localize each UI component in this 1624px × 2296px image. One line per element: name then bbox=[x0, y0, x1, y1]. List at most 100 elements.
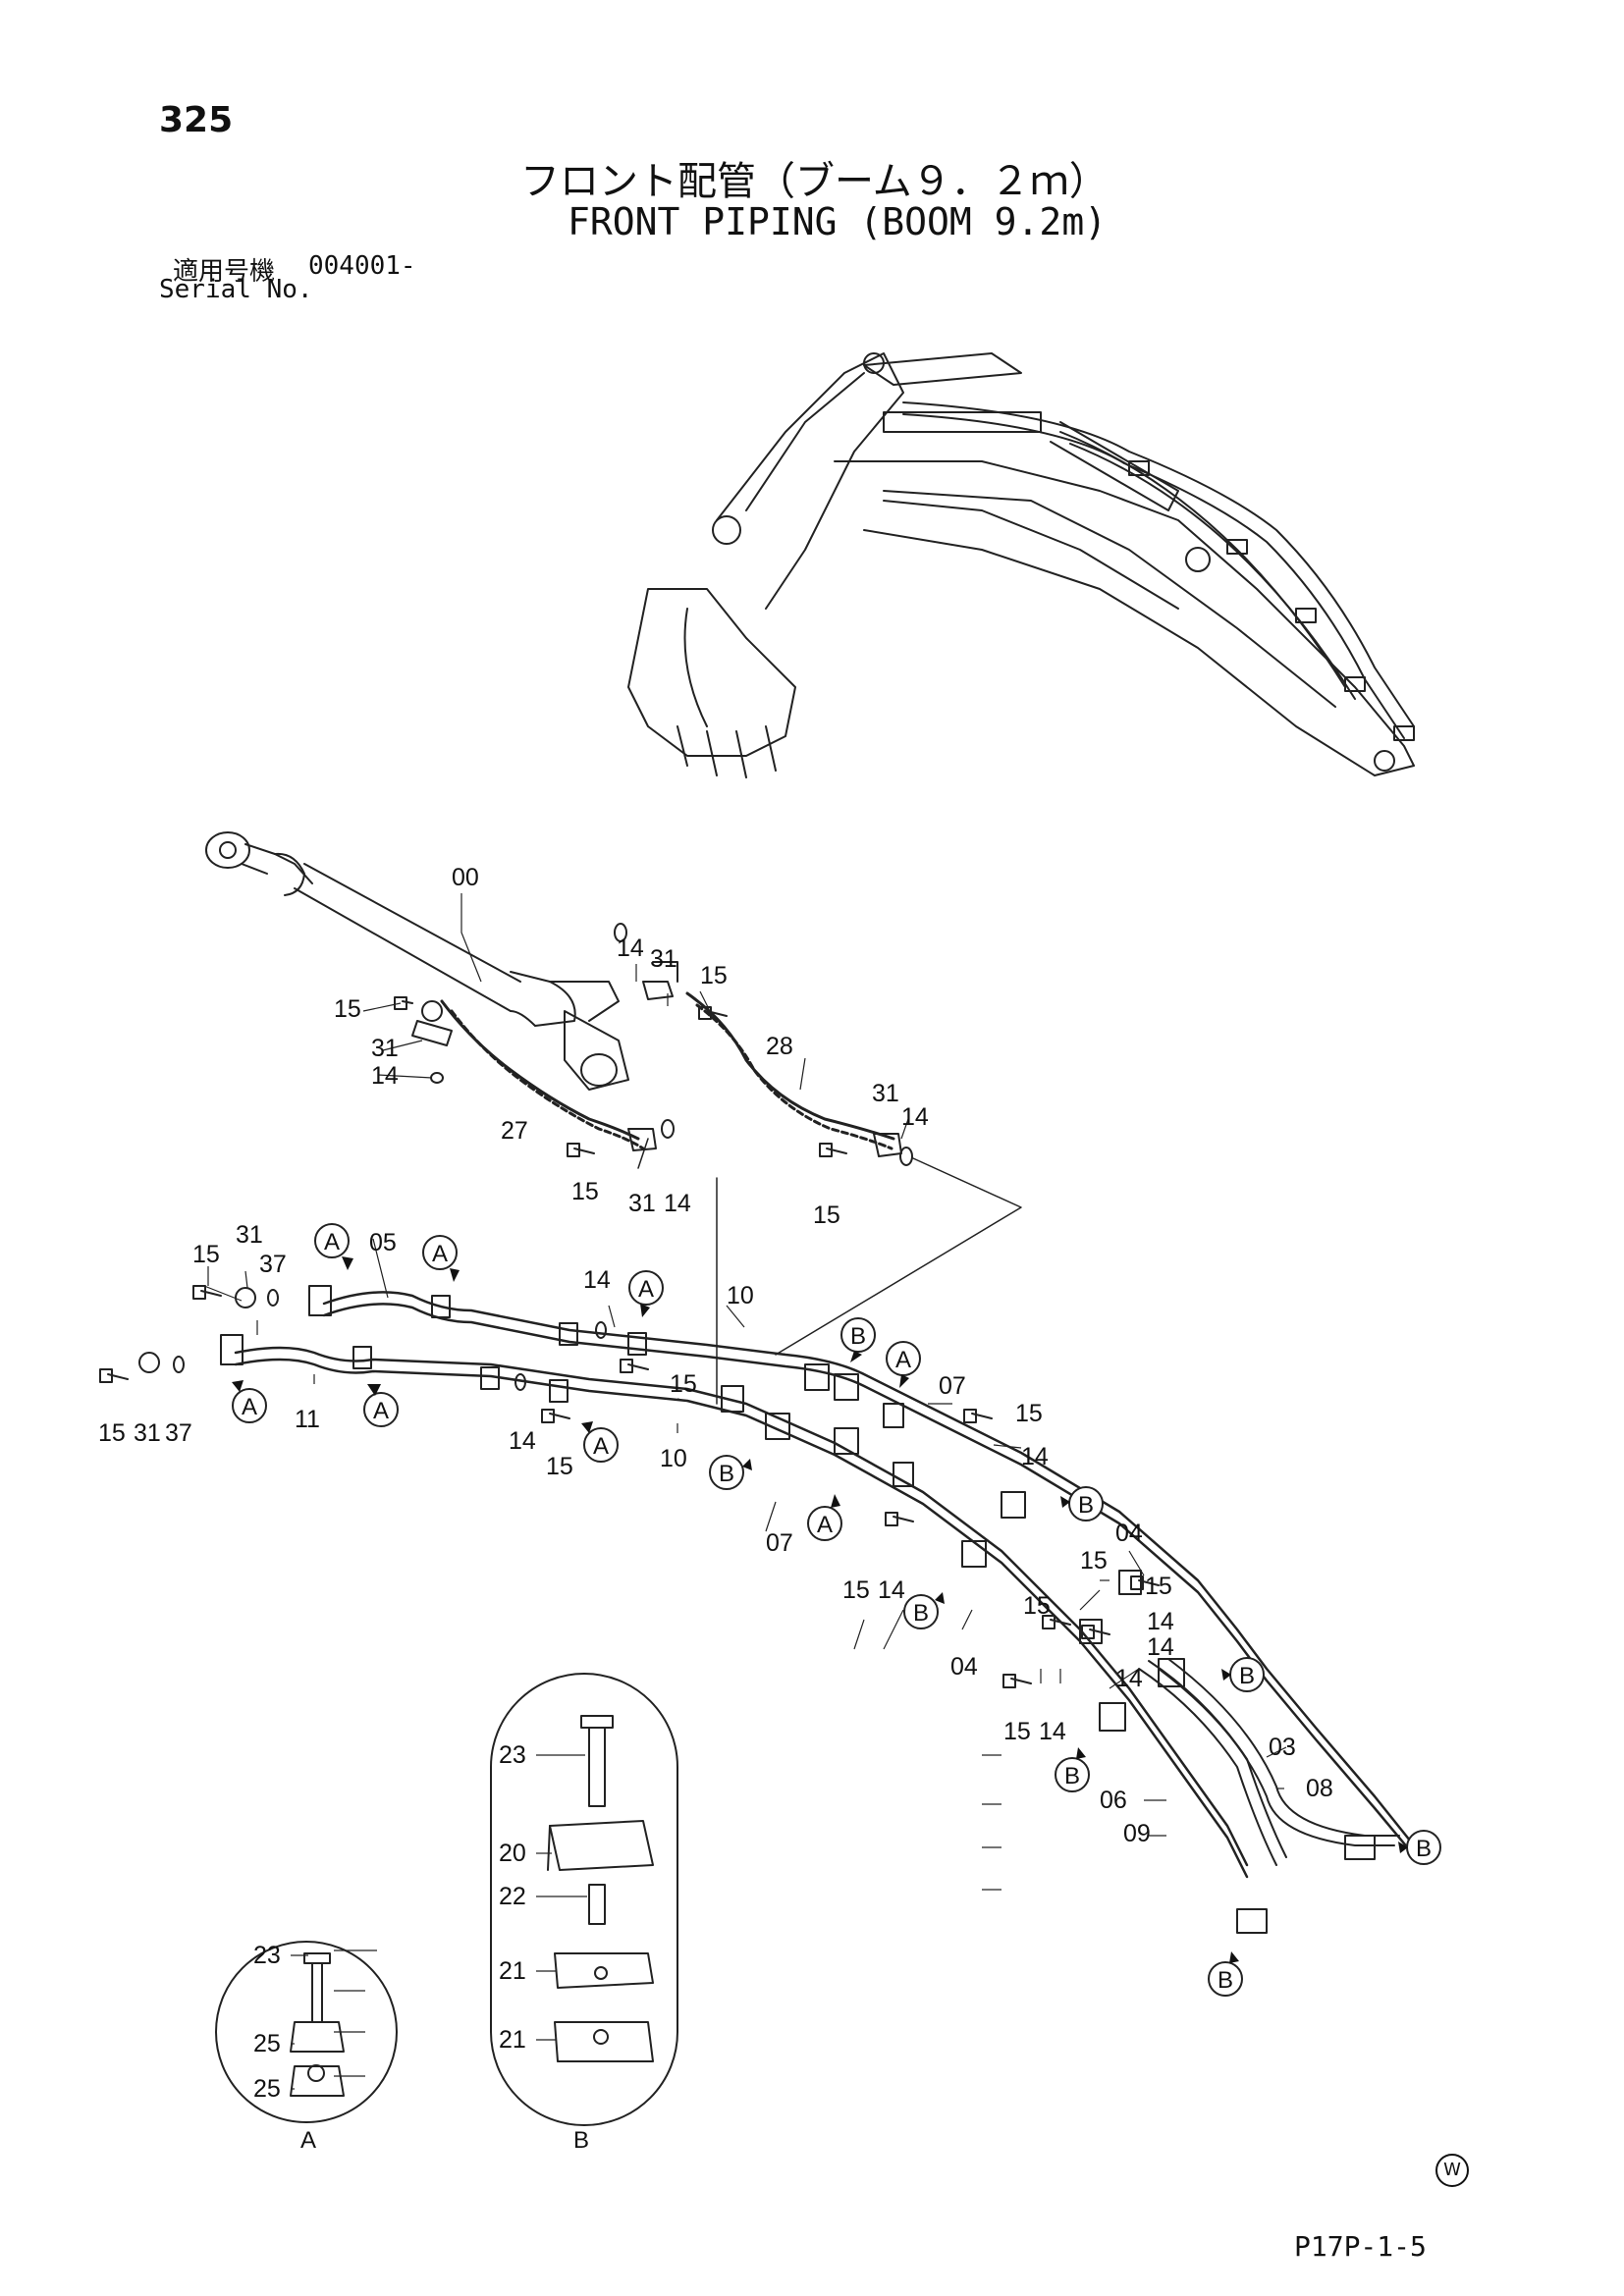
detail-b-outline bbox=[490, 1673, 678, 2126]
callout-31: 31 bbox=[371, 1035, 399, 1062]
detail-b-label: B bbox=[573, 2127, 589, 2154]
detail-b-callout-20: 20 bbox=[499, 1840, 526, 1867]
detail-a-callout-23: 23 bbox=[253, 1942, 281, 1969]
detail-a-label: A bbox=[300, 2127, 316, 2154]
svg-text:B: B bbox=[913, 1600, 929, 1627]
callout-15: 15 bbox=[842, 1576, 870, 1604]
callout-07: 07 bbox=[939, 1372, 966, 1400]
svg-text:A: A bbox=[638, 1276, 654, 1303]
routing-lines bbox=[637, 1138, 1022, 1405]
svg-text:B: B bbox=[719, 1461, 734, 1487]
callout-14: 14 bbox=[583, 1266, 611, 1294]
callout-27: 27 bbox=[501, 1117, 528, 1145]
svg-text:A: A bbox=[432, 1241, 448, 1267]
detail-b-callout-22: 22 bbox=[499, 1883, 526, 1910]
marker-b: B bbox=[1406, 1830, 1441, 1865]
callout-14: 14 bbox=[664, 1190, 691, 1217]
svg-text:A: A bbox=[593, 1433, 609, 1460]
callout-15: 15 bbox=[571, 1178, 599, 1205]
hose-27 bbox=[440, 999, 645, 1150]
marker-a: A bbox=[628, 1270, 664, 1306]
left-end-fittings bbox=[138, 1287, 607, 1391]
marker-a: A bbox=[886, 1341, 921, 1376]
callout-15: 15 bbox=[1015, 1400, 1043, 1427]
hose-28 bbox=[685, 991, 895, 1150]
callout-31: 31 bbox=[134, 1419, 161, 1447]
callout-05: 05 bbox=[369, 1229, 397, 1256]
serial-number-range: 004001- bbox=[308, 251, 416, 281]
callout-15: 15 bbox=[334, 995, 361, 1023]
callout-10: 10 bbox=[660, 1445, 687, 1472]
callout-14: 14 bbox=[1147, 1633, 1174, 1661]
callout-03: 03 bbox=[1269, 1734, 1296, 1761]
callout-14: 14 bbox=[1021, 1443, 1049, 1470]
callout-31: 31 bbox=[872, 1080, 899, 1107]
pipe-05 bbox=[322, 1291, 1416, 1857]
callout-14: 14 bbox=[1147, 1608, 1174, 1635]
callout-15: 15 bbox=[700, 962, 728, 989]
callout-31: 31 bbox=[650, 945, 677, 973]
boom-cylinder bbox=[205, 831, 629, 1091]
marker-pointers bbox=[232, 1256, 1408, 1963]
svg-text:B: B bbox=[1064, 1763, 1080, 1789]
marker-a: A bbox=[232, 1388, 267, 1423]
callout-31: 31 bbox=[628, 1190, 656, 1217]
detail-a-outline bbox=[215, 1941, 398, 2123]
detail-a-callout-25: 25 bbox=[253, 2075, 281, 2103]
svg-text:B: B bbox=[850, 1323, 866, 1350]
callout-14: 14 bbox=[371, 1062, 399, 1090]
callout-15: 15 bbox=[192, 1241, 220, 1268]
marker-b: B bbox=[709, 1455, 744, 1490]
svg-text:B: B bbox=[1078, 1492, 1094, 1519]
callout-15: 15 bbox=[546, 1453, 573, 1480]
callout-09: 09 bbox=[1123, 1820, 1151, 1847]
callout-00: 00 bbox=[452, 864, 479, 891]
page-number: 325 bbox=[159, 100, 234, 140]
callout-14: 14 bbox=[1115, 1665, 1143, 1692]
callout-15: 15 bbox=[98, 1419, 126, 1447]
marker-a: A bbox=[314, 1223, 350, 1258]
callout-04: 04 bbox=[1115, 1520, 1143, 1547]
callout-numbers: 00 14 31 15 15 31 14 28 31 14 27 15 31 1… bbox=[98, 864, 1333, 2103]
marker-a: A bbox=[807, 1506, 842, 1541]
callout-14: 14 bbox=[878, 1576, 905, 1604]
marker-a: A bbox=[422, 1235, 458, 1270]
svg-text:A: A bbox=[373, 1398, 389, 1424]
svg-text:B: B bbox=[1239, 1663, 1255, 1689]
callout-14: 14 bbox=[617, 934, 644, 962]
callout-06: 06 bbox=[1100, 1787, 1127, 1814]
callout-37: 37 bbox=[259, 1251, 287, 1278]
callout-15: 15 bbox=[670, 1370, 697, 1398]
svg-text:A: A bbox=[817, 1512, 833, 1538]
page-title-english: FRONT PIPING (BOOM 9.2m) bbox=[568, 200, 1108, 243]
svg-text:A: A bbox=[895, 1347, 911, 1373]
callout-15: 15 bbox=[1080, 1547, 1108, 1575]
marker-a: A bbox=[583, 1427, 619, 1463]
callout-14: 14 bbox=[901, 1103, 929, 1131]
pipes-lower-end bbox=[1138, 1658, 1400, 1866]
w-mark-icon: W bbox=[1435, 2154, 1469, 2187]
marker-b: B bbox=[1229, 1657, 1265, 1692]
marker-b: B bbox=[1208, 1961, 1243, 1997]
callout-11: 11 bbox=[295, 1406, 320, 1433]
callout-15: 15 bbox=[1003, 1718, 1031, 1745]
detail-b-parts bbox=[547, 1715, 654, 2062]
excavator-front-overview bbox=[627, 352, 1415, 778]
marker-a: A bbox=[363, 1392, 399, 1427]
callout-04: 04 bbox=[950, 1653, 978, 1681]
detail-b-callout-21: 21 bbox=[499, 1957, 526, 1985]
callout-leaders bbox=[203, 893, 1287, 2077]
callout-07: 07 bbox=[766, 1529, 793, 1557]
bolts bbox=[99, 996, 1160, 1688]
page-title-japanese: フロント配管（ブーム９．２ｍ） bbox=[520, 159, 1109, 204]
view-markers: A A A A A A A bbox=[232, 1223, 1441, 1997]
callout-15: 15 bbox=[1145, 1573, 1172, 1600]
callout-08: 08 bbox=[1306, 1775, 1333, 1802]
marker-b: B bbox=[903, 1594, 939, 1629]
callout-14: 14 bbox=[1039, 1718, 1066, 1745]
detail-a-parts bbox=[290, 1952, 345, 2097]
detail-b-callout-23: 23 bbox=[499, 1741, 526, 1769]
pipe-11 bbox=[234, 1346, 1249, 1879]
